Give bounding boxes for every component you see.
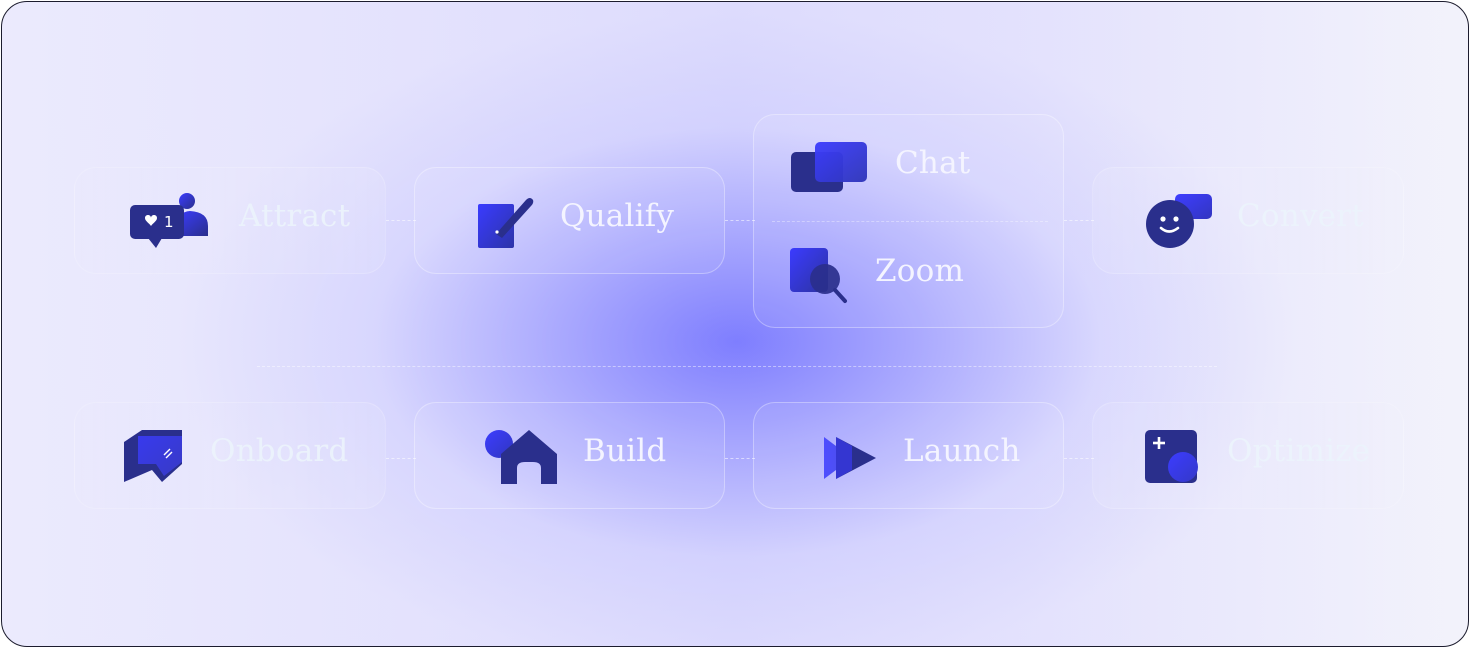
play-icon: [822, 435, 878, 481]
step-convert: Convert: [1237, 198, 1364, 234]
like-notification-icon: 1: [128, 192, 210, 250]
home-icon: [483, 428, 559, 486]
card-qualify: [414, 167, 725, 274]
card-chat-zoom: [753, 114, 1064, 328]
card-convert: [1092, 167, 1404, 274]
connector-chat-divider: [772, 221, 1048, 222]
connector-bottom-3: [1064, 458, 1094, 459]
chat-bubbles-icon: [789, 141, 869, 195]
step-onboard: Onboard: [210, 433, 348, 469]
connector-top-1: [386, 220, 416, 221]
step-chat-label: Chat: [895, 145, 971, 181]
edit-note-icon: [476, 194, 534, 250]
step-launch: Launch: [903, 433, 1021, 469]
smiley-chat-icon: [1145, 193, 1213, 249]
row-separator: [257, 366, 1217, 367]
like-count: 1: [164, 213, 174, 231]
connector-top-2: [725, 220, 755, 221]
step-launch-label: Launch: [903, 433, 1021, 469]
step-optimize: Optimize: [1227, 433, 1370, 469]
step-qualify-label: Qualify: [560, 198, 675, 234]
zoom-search-icon: [789, 247, 849, 305]
step-zoom-label: Zoom: [875, 253, 965, 289]
connector-bottom-1: [386, 458, 416, 459]
step-qualify: Qualify: [560, 198, 674, 234]
card-attract: [74, 167, 386, 274]
step-attract-label: Attract: [239, 198, 351, 234]
step-build: Build: [583, 433, 666, 469]
plus-square-icon: [1143, 429, 1203, 485]
connector-top-3: [1064, 220, 1094, 221]
card-build: [414, 402, 725, 509]
step-onboard-label: Onboard: [210, 433, 349, 469]
card-optimize: [1092, 402, 1404, 509]
onboard-flag-icon: [122, 428, 186, 484]
step-convert-label: Convert: [1237, 198, 1364, 234]
step-zoom: Zoom: [875, 253, 964, 289]
step-attract: Attract: [239, 198, 350, 234]
step-chat: Chat: [895, 145, 970, 181]
step-optimize-label: Optimize: [1227, 433, 1371, 469]
connector-bottom-2: [725, 458, 755, 459]
card-launch: [753, 402, 1064, 509]
step-build-label: Build: [583, 433, 667, 469]
